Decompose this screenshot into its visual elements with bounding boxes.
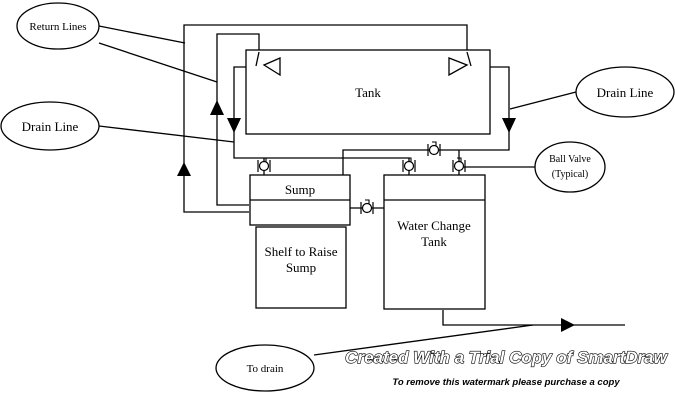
flow-arrow-up-icon [210, 100, 224, 115]
water-change-tank-label-1: Water Change [397, 218, 471, 233]
callout-return-lines: Return Lines [16, 2, 218, 83]
sump: Sump [249, 174, 351, 226]
flow-arrow-up-icon [177, 162, 191, 176]
ball-valve-icon [427, 141, 441, 156]
shelf-label-1: Shelf to Raise [265, 244, 338, 259]
callout-return-lines-label: Return Lines [29, 21, 86, 33]
watermark-subtitle: To remove this watermark please purchase… [392, 377, 620, 388]
leader-line [98, 25, 186, 44]
sump-label: Sump [285, 182, 315, 197]
callout-ball-valve-ellipse [534, 141, 606, 193]
callout-to-drain-ellipse [215, 344, 315, 392]
ball-valve-icon [452, 157, 466, 172]
drain-line-right-pipe [342, 66, 510, 175]
leader-line [313, 324, 534, 356]
flow-arrow-down-icon [502, 118, 516, 133]
leader-line [509, 91, 577, 110]
ball-valve-icon [257, 157, 271, 172]
return-nozzle-right-icon [448, 57, 469, 77]
callout-ball-valve-label-1: Ball Valve [549, 154, 591, 165]
tank-label: Tank [355, 85, 381, 100]
callout-ball-valve-label-2: (Typical) [552, 169, 589, 180]
ball-valve-icon [402, 157, 416, 172]
water-change-tank-box [383, 174, 486, 310]
leader-line [98, 125, 235, 143]
return-nozzle-left-icon [262, 57, 281, 77]
flow-arrow-right-icon [561, 318, 575, 332]
ball-valve-icon [360, 199, 374, 214]
water-change-tank-label-2: Tank [421, 234, 447, 249]
callout-ball-valve: Ball Valve (Typical) [460, 141, 606, 193]
to-drain-pipe [442, 310, 625, 326]
shelf: Shelf to Raise Sump [255, 226, 347, 309]
callout-drain-line-right-label: Drain Line [597, 85, 654, 100]
callout-drain-line-left-label: Drain Line [22, 119, 79, 134]
leader-line [98, 42, 218, 83]
watermark-title: Created With a Trial Copy of SmartDraw [345, 348, 668, 367]
callout-drain-line-left: Drain Line [0, 101, 235, 151]
callout-drain-line-right: Drain Line [509, 66, 675, 118]
callout-to-drain-label: To drain [247, 363, 284, 375]
water-change-tank: Water Change Tank [383, 174, 486, 310]
shelf-box [255, 226, 347, 309]
flow-arrow-down-icon [227, 118, 241, 133]
shelf-label-2: Sump [286, 260, 316, 275]
callout-to-drain: To drain [215, 324, 534, 392]
